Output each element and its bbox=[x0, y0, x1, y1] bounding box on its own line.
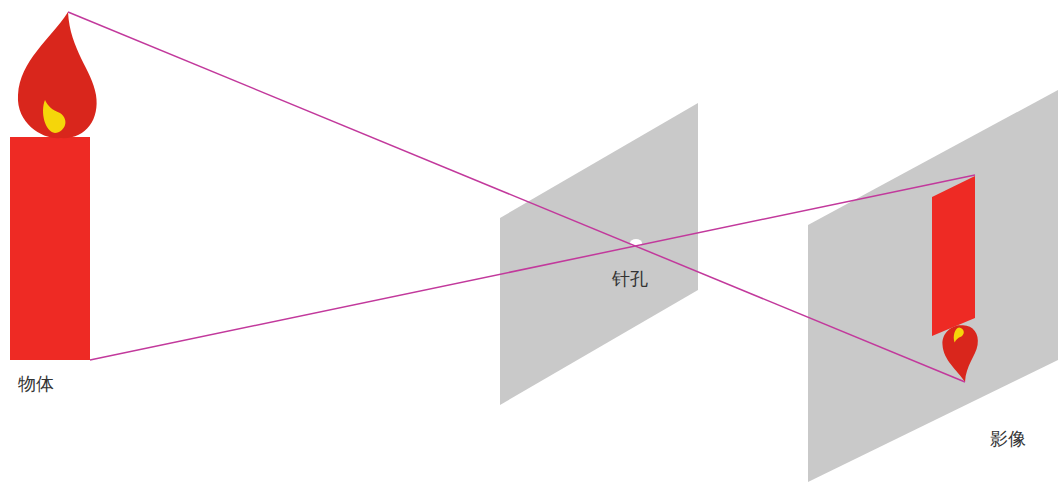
pinhole-label: 针孔 bbox=[612, 268, 648, 290]
image-label: 影像 bbox=[990, 428, 1026, 450]
flame-core bbox=[43, 100, 65, 133]
image-screen bbox=[808, 90, 1058, 482]
light-ray bbox=[68, 12, 965, 382]
candle-flame bbox=[18, 12, 97, 138]
label-text: 影像 bbox=[990, 428, 1026, 449]
inverted-flame bbox=[942, 325, 977, 382]
inverted-candle bbox=[932, 176, 975, 336]
label-text: 针孔 bbox=[612, 268, 648, 289]
candle-body bbox=[10, 137, 90, 360]
object-label: 物体 bbox=[18, 373, 54, 395]
label-text: 物体 bbox=[18, 373, 54, 394]
light-ray bbox=[90, 175, 975, 360]
